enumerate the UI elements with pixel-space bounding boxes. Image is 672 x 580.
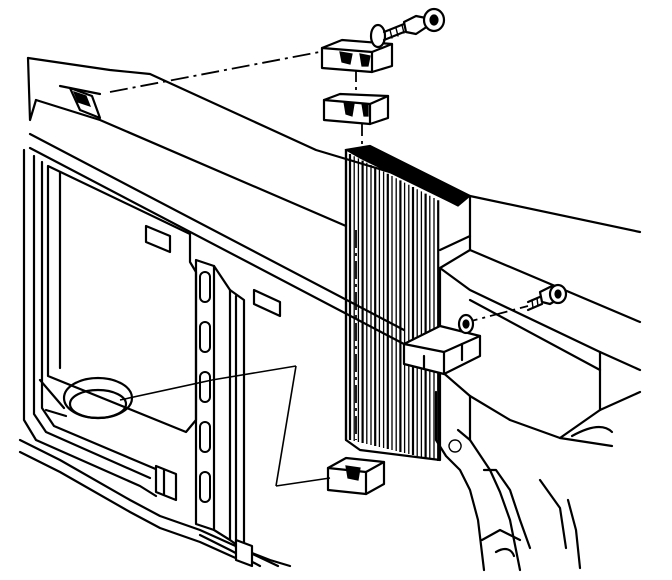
radiator-support: [18, 56, 642, 572]
post-slot: [199, 371, 211, 403]
upper-bolt: [369, 7, 446, 49]
radiator-core: [344, 144, 472, 462]
lower-insulator: [326, 456, 386, 496]
post-slot: [199, 271, 211, 303]
retaining-bracket: [402, 324, 482, 376]
post-slot: [199, 421, 211, 453]
post-slot: [199, 321, 211, 353]
post-slot: [199, 471, 211, 503]
side-bolt: [457, 283, 568, 335]
upper-insulator-lower: [322, 92, 390, 126]
upper-insulator-top: [320, 38, 394, 74]
leader-lines: [119, 365, 331, 487]
